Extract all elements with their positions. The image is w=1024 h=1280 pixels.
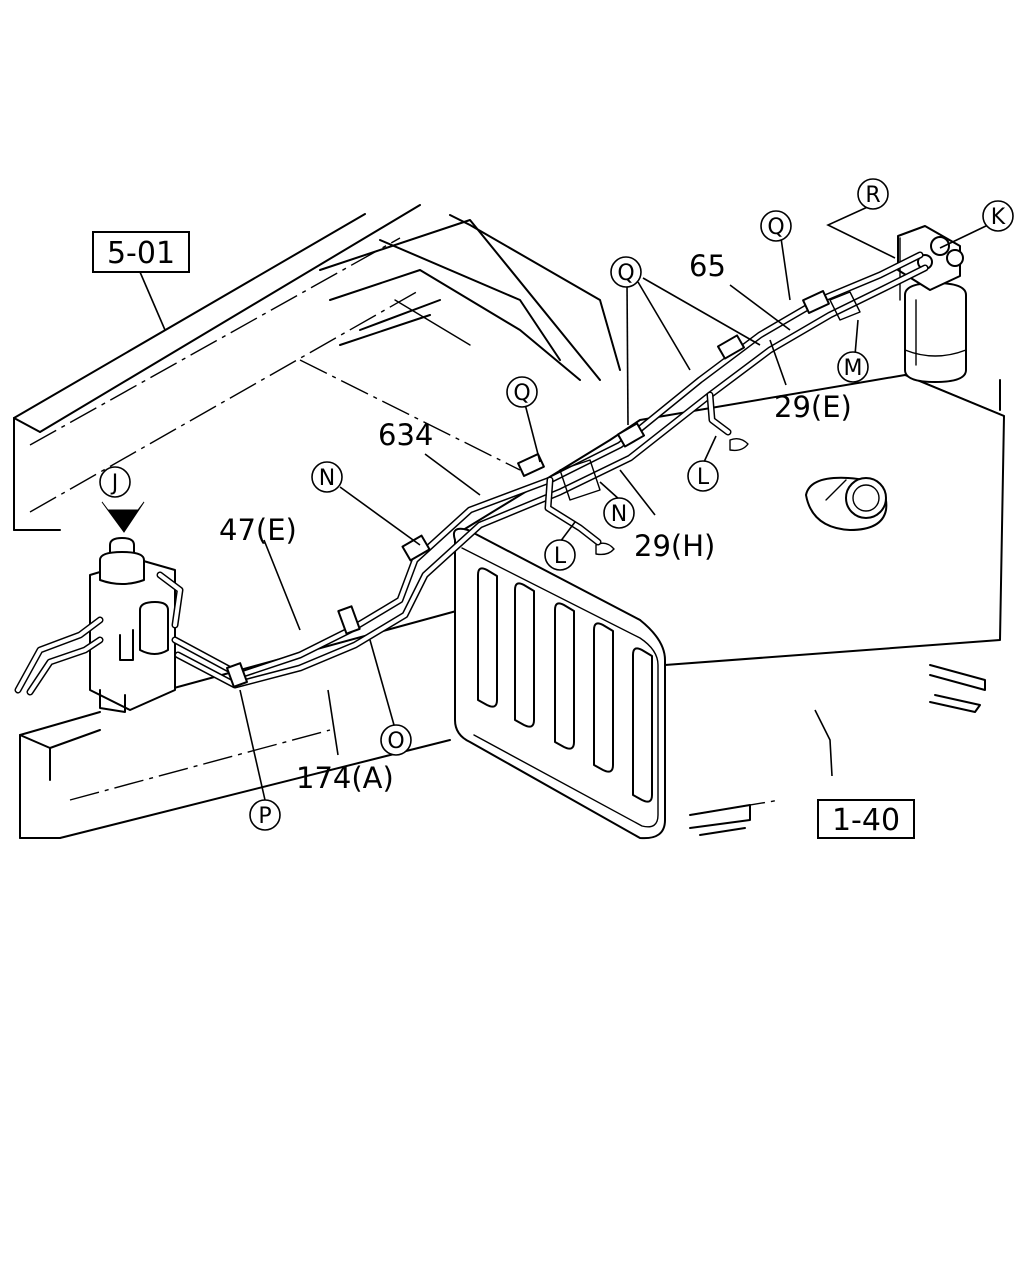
svg-text:P: P bbox=[258, 804, 271, 829]
callout-l2: L bbox=[544, 539, 576, 571]
callout-n1: N bbox=[311, 461, 343, 493]
fuel-filter bbox=[897, 225, 967, 383]
ref-box-5-01-label: 5-01 bbox=[107, 236, 175, 271]
filler-cap bbox=[805, 476, 888, 531]
svg-text:Q: Q bbox=[767, 215, 784, 240]
svg-text:J: J bbox=[110, 471, 119, 496]
callout-m: M bbox=[837, 351, 869, 383]
callout-l1: L bbox=[687, 460, 719, 492]
part-label-29h: 29(H) bbox=[634, 529, 715, 563]
fuel-tank bbox=[452, 374, 1005, 840]
ref-box-1-40: 1-40 bbox=[817, 799, 915, 839]
part-label-174a: 174(A) bbox=[296, 761, 394, 795]
leader-lines bbox=[139, 204, 989, 801]
callout-o: O bbox=[380, 724, 412, 756]
svg-text:R: R bbox=[865, 183, 880, 208]
part-label-29e: 29(E) bbox=[774, 390, 852, 424]
svg-text:K: K bbox=[991, 205, 1006, 230]
svg-text:N: N bbox=[319, 466, 335, 491]
svg-text:N: N bbox=[611, 502, 627, 527]
callout-n2: N bbox=[603, 497, 635, 529]
svg-text:O: O bbox=[387, 729, 404, 754]
callout-k: K bbox=[982, 200, 1014, 232]
callout-q3: Q bbox=[506, 376, 538, 408]
ref-box-1-40-label: 1-40 bbox=[832, 803, 900, 838]
fuel-lines bbox=[14, 251, 929, 696]
callout-q1: Q bbox=[760, 210, 792, 242]
svg-text:Q: Q bbox=[513, 381, 530, 406]
svg-text:M: M bbox=[844, 356, 863, 381]
svg-text:Q: Q bbox=[617, 261, 634, 286]
svg-text:L: L bbox=[554, 544, 567, 569]
callout-q2: Q bbox=[610, 256, 642, 288]
callout-r: R bbox=[857, 178, 889, 210]
part-label-47e: 47(E) bbox=[219, 513, 297, 547]
callout-j: J bbox=[99, 466, 131, 498]
ref-box-5-01: 5-01 bbox=[92, 231, 190, 273]
part-label-634: 634 bbox=[378, 418, 433, 452]
part-label-65: 65 bbox=[689, 249, 726, 283]
svg-text:L: L bbox=[697, 465, 710, 490]
direction-arrow bbox=[101, 501, 145, 533]
callout-p: P bbox=[249, 799, 281, 831]
fuel-pump-assembly bbox=[89, 501, 176, 713]
